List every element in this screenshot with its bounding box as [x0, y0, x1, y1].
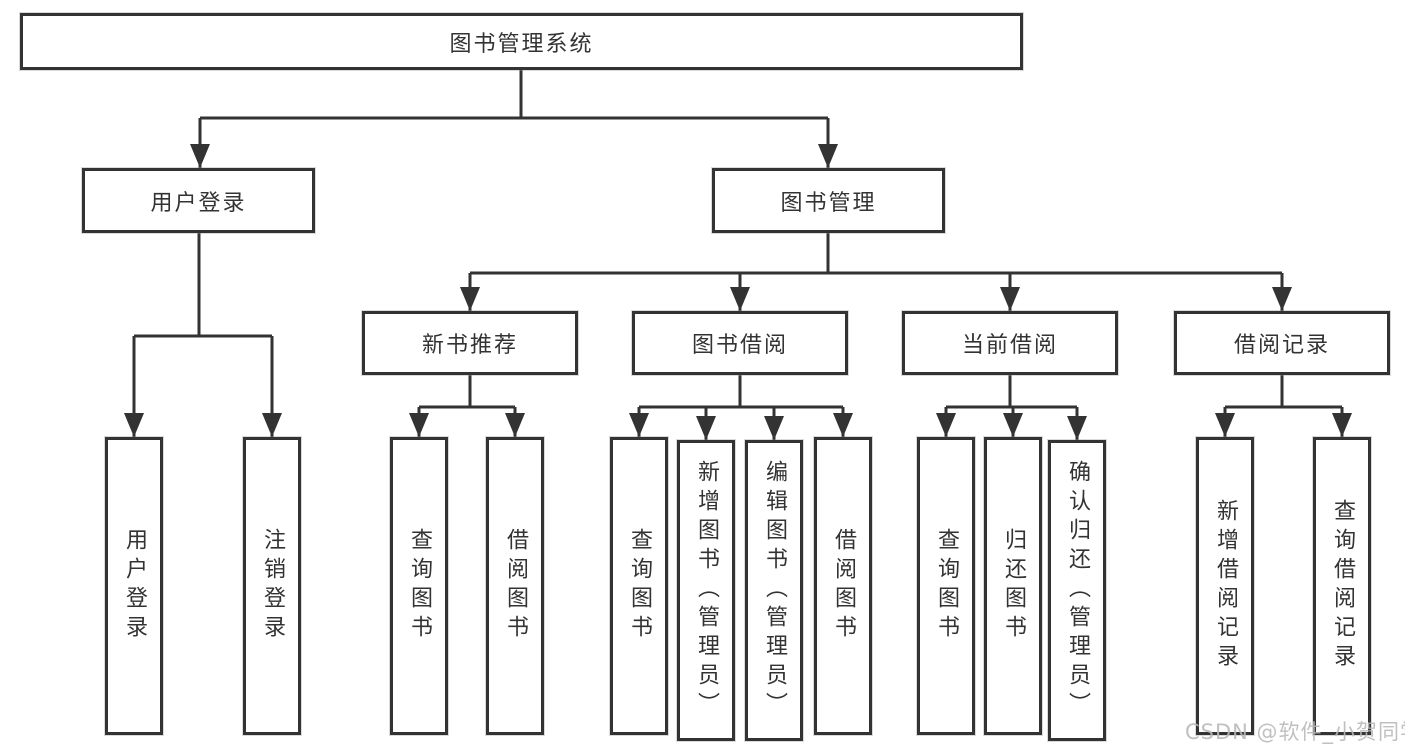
node-leaf-logout: 注销登录 — [243, 437, 301, 735]
node-book-management: 图书管理 — [712, 168, 945, 233]
node-leaf-borrow-books: 借阅图书 — [814, 437, 872, 735]
node-leaf-query-borrow-record: 查询借阅记录 — [1313, 437, 1371, 735]
node-leaf-query-books-recommend: 查询图书 — [390, 437, 448, 735]
node-borrow-records: 借阅记录 — [1174, 311, 1390, 375]
node-system-title: 图书管理系统 — [20, 13, 1023, 70]
node-leaf-add-borrow-record: 新增借阅记录 — [1196, 437, 1254, 735]
node-user-login: 用户登录 — [82, 168, 315, 233]
node-leaf-add-books-admin: 新增图书（管理员） — [677, 440, 735, 741]
node-leaf-user-login: 用户登录 — [105, 437, 163, 735]
node-current-borrowing: 当前借阅 — [902, 311, 1118, 375]
node-leaf-query-books-borrowing: 查询图书 — [610, 437, 668, 735]
node-leaf-query-books-current: 查询图书 — [917, 437, 975, 735]
node-new-book-recommend: 新书推荐 — [362, 311, 578, 375]
node-leaf-return-books: 归还图书 — [984, 437, 1042, 735]
csdn-watermark: CSDN @软件_小贺同学 — [1185, 720, 1405, 744]
node-leaf-borrow-books-recommend: 借阅图书 — [486, 437, 544, 735]
node-book-borrowing: 图书借阅 — [632, 311, 848, 375]
node-leaf-confirm-return-admin: 确认归还（管理员） — [1048, 440, 1106, 741]
node-leaf-edit-books-admin: 编辑图书（管理员） — [745, 440, 803, 741]
